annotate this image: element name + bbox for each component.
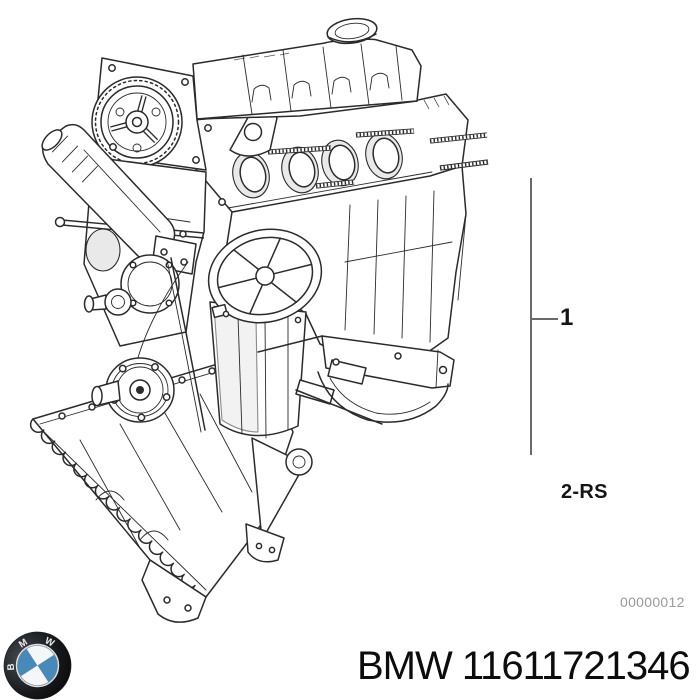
bmw-logo: B M W [3,631,72,700]
callout-leader-tick [531,318,558,320]
crankshaft-hub [91,261,189,423]
callout-number: 1 [560,304,574,331]
part-number-label: BMW 11611721346 [357,644,691,688]
logo-quadrant-blue [37,654,58,683]
sheet-number: 00000012 [620,594,685,610]
spoked-cover [207,228,323,324]
front-housing [207,228,323,439]
coolant-pipe [41,123,197,275]
logo-quadrant-white [20,665,49,686]
flywheel-housing [257,335,455,425]
dipstick-tube [166,257,206,433]
brand-text: BMW [357,644,453,688]
water-pump [83,254,180,316]
variant-code-label: 2-RS [561,481,608,503]
sprocket-spokes [110,95,159,144]
callout-leader-line [530,178,532,455]
timing-cover [91,57,207,171]
svg-text:B: B [6,663,17,671]
logo-quadrant-white [26,645,55,666]
valve-cover [192,17,450,120]
part-number-text: 11611721346 [461,644,691,688]
logo-quadrant-blue [17,648,38,677]
head-studs [267,128,489,189]
